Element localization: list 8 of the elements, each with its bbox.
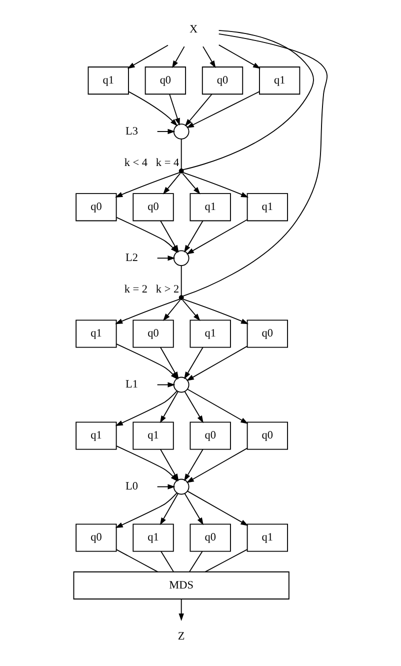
node-text: L2 bbox=[126, 252, 138, 264]
node-text: L1 bbox=[126, 378, 138, 391]
node-text: X bbox=[189, 23, 198, 36]
node-label: k < 4 k = 4 bbox=[124, 156, 180, 169]
node-text: L3 bbox=[126, 125, 138, 138]
node-text: L0 bbox=[126, 480, 138, 493]
node-label: k = 2 k > 2 bbox=[124, 283, 180, 296]
node-text: Z bbox=[178, 630, 185, 642]
